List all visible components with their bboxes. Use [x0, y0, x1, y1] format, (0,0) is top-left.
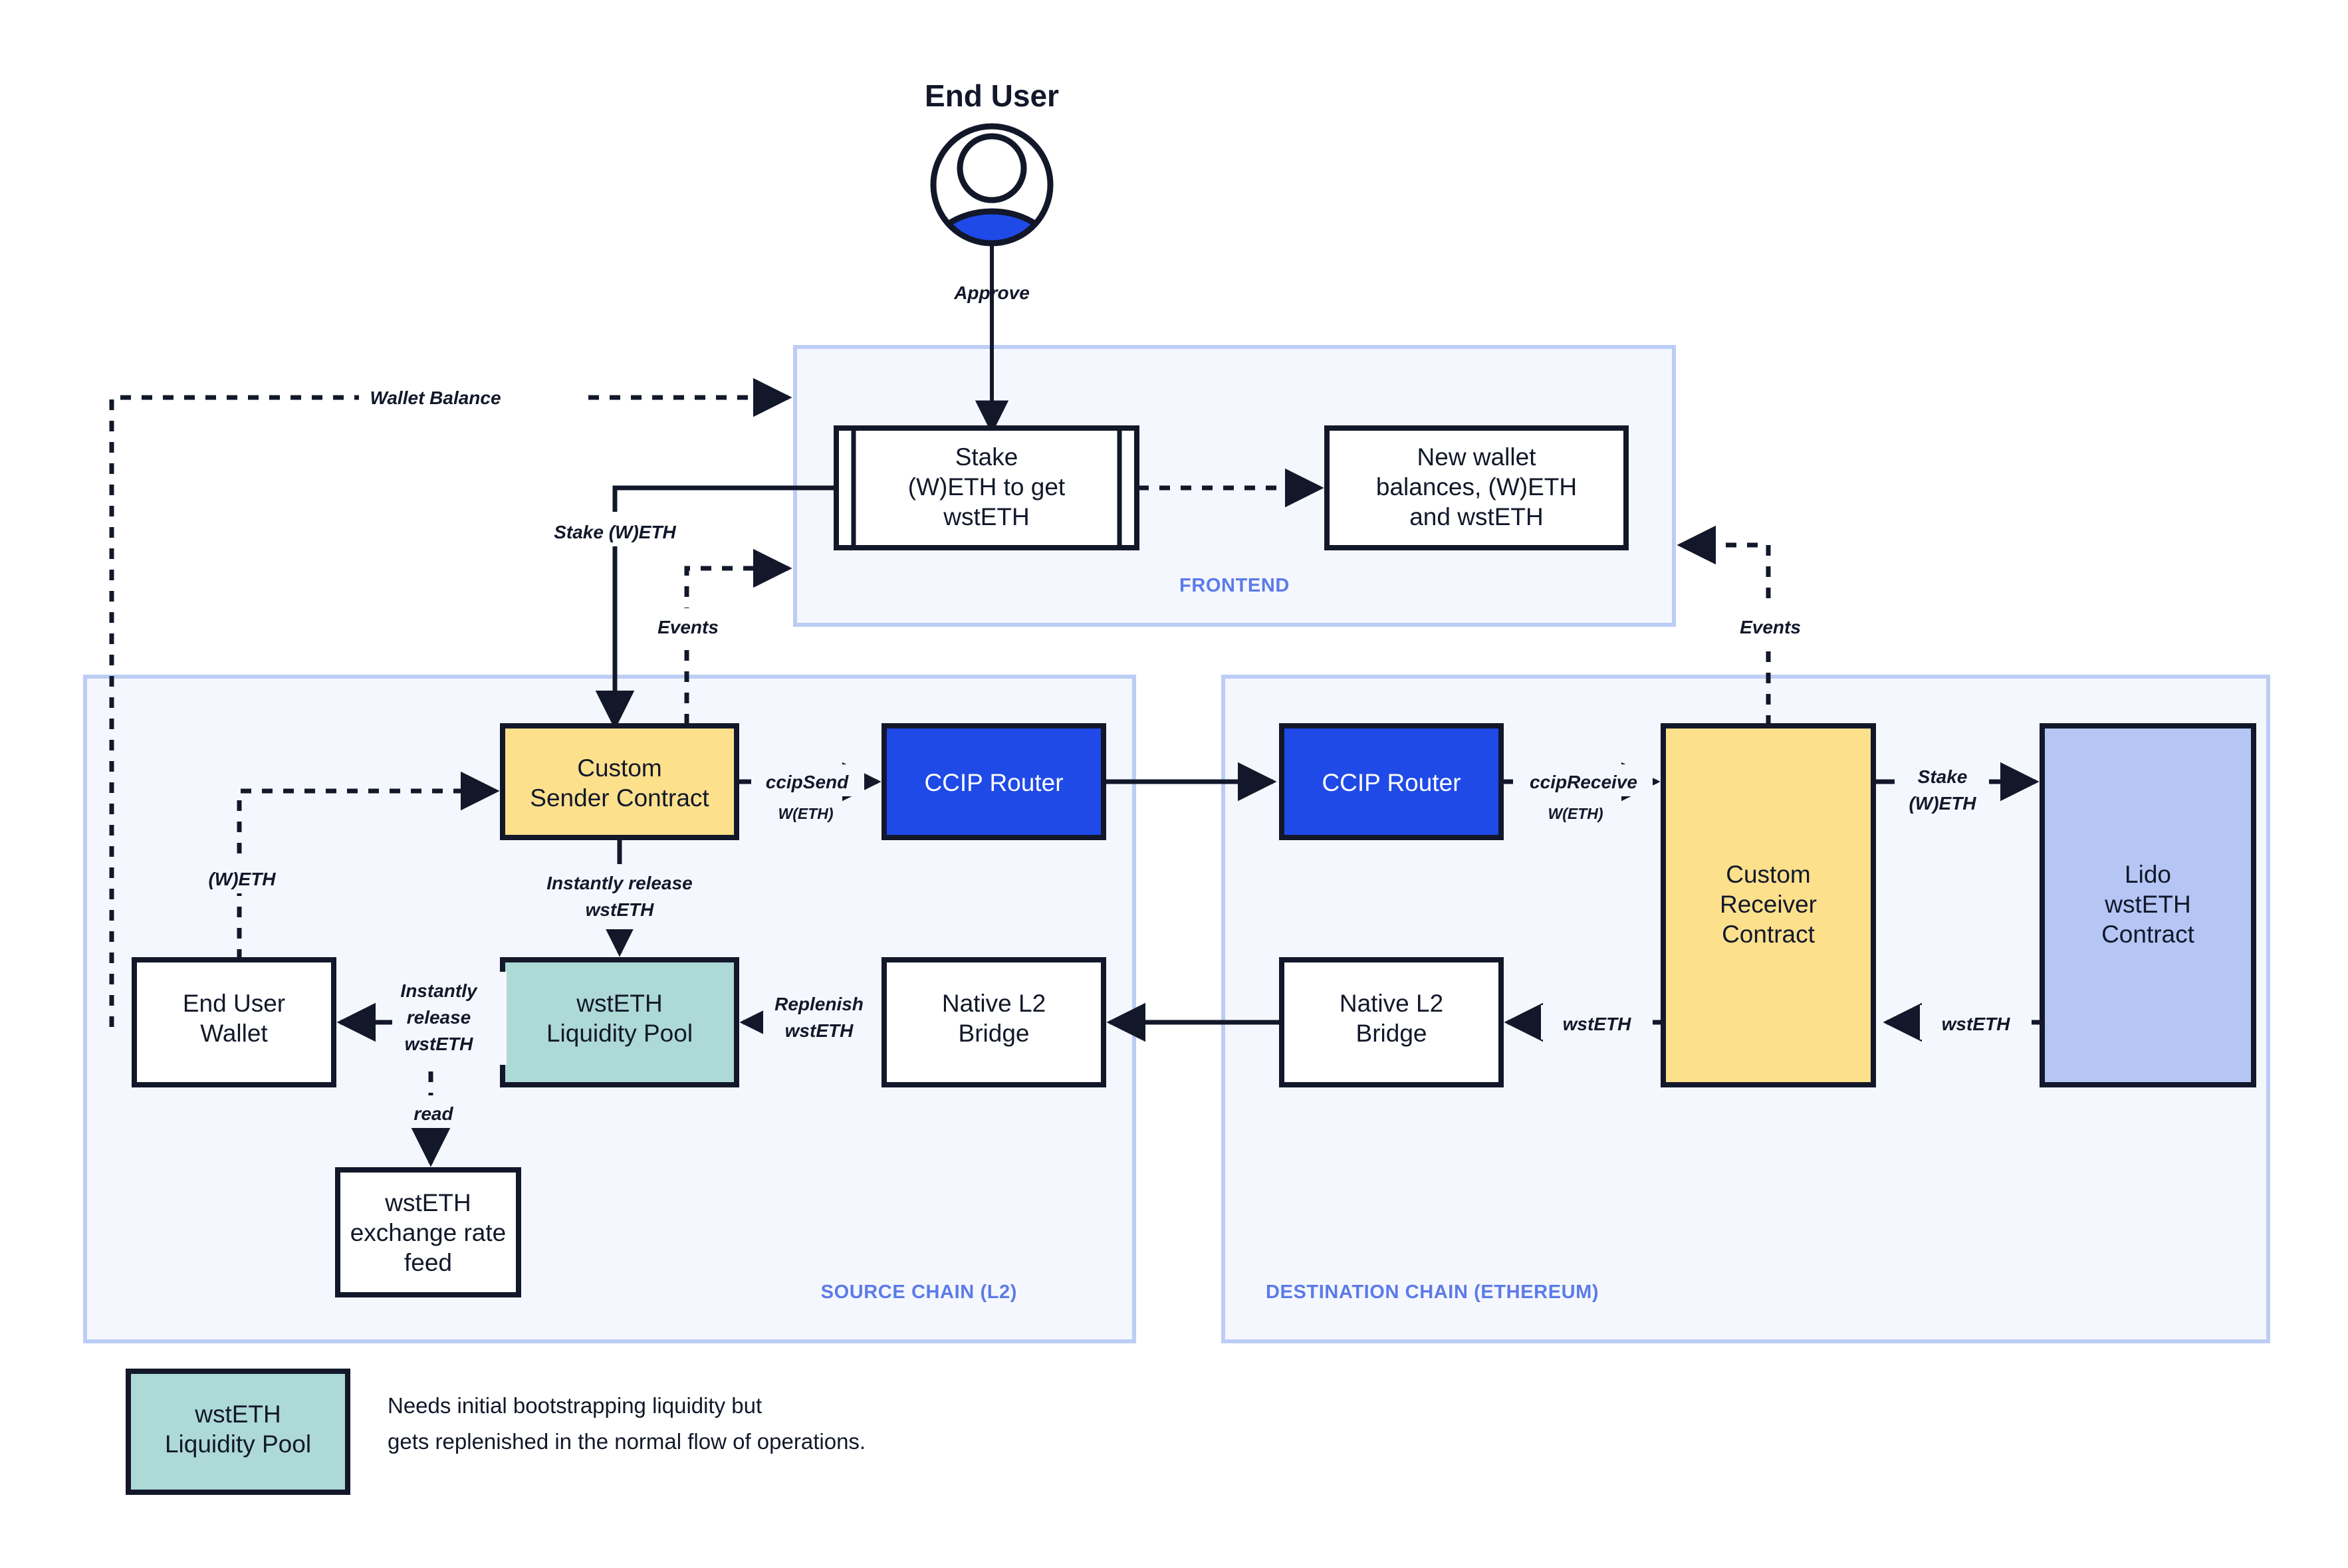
node-wsteth-rate-feed[interactable]: wstETH exchange rate feed: [335, 1167, 521, 1297]
edge-label-ccipsend: ccipSend: [766, 772, 849, 792]
user-avatar-icon: [930, 123, 1054, 247]
legend-note-line2: gets replenished in the normal flow of o…: [388, 1429, 866, 1454]
node-receiver-line3: Contract: [1722, 921, 1816, 948]
node-pool-line1: wstETH: [576, 990, 663, 1017]
legend-swatch-line2: Liquidity Pool: [165, 1430, 311, 1458]
edge-label-release-wallet-1: Instantly: [400, 980, 478, 1001]
node-sender-line2: Sender Contract: [530, 784, 709, 812]
edge-wsteth-lido-to-receiver: wstETH: [1883, 1002, 2042, 1042]
node-receiver-line2: Receiver: [1720, 891, 1817, 918]
edge-label-replenish-2: wstETH: [785, 1020, 854, 1041]
edge-label-events-left: Events: [657, 617, 719, 637]
edge-events-right: Events: [1677, 525, 1820, 726]
edge-replenish: Replenish wstETH: [739, 972, 878, 1065]
page-title: End User: [925, 78, 1059, 113]
edge-label-wallet-balance: Wallet Balance: [370, 388, 501, 408]
node-end-user-wallet[interactable]: End User Wallet: [132, 957, 336, 1087]
edge-sublabel-ccipreceive: W(ETH): [1548, 805, 1603, 822]
node-feed-line1: wstETH: [384, 1189, 471, 1216]
node-feed-line2: exchange rate: [350, 1219, 507, 1246]
node-bridge-dst-line2: Bridge: [1356, 1020, 1427, 1047]
edge-approve: Approve: [953, 246, 1030, 434]
node-ccip-router-dst-label: CCIP Router: [1322, 769, 1461, 796]
edge-label-wsteth-receiver: wstETH: [1563, 1014, 1631, 1034]
edge-events-left: Events: [638, 548, 792, 725]
node-wallet-line2: Wallet: [200, 1020, 268, 1047]
node-new-balances-line3: and wstETH: [1409, 503, 1544, 530]
edge-label-approve: Approve: [953, 282, 1030, 303]
node-wsteth-liquidity-pool[interactable]: wstETH Liquidity Pool: [500, 957, 739, 1087]
legend: wstETH Liquidity Pool Needs initial boot…: [126, 1369, 866, 1495]
node-ccip-router-source[interactable]: CCIP Router: [881, 723, 1106, 840]
node-stake-form-line3: wstETH: [943, 503, 1030, 530]
node-custom-receiver-contract[interactable]: Custom Receiver Contract: [1661, 723, 1876, 1087]
edge-read: read: [394, 1071, 473, 1167]
edge-label-stake-weth: Stake (W)ETH: [554, 522, 676, 542]
node-lido-line1: Lido: [2125, 861, 2171, 888]
node-stake-form-line2: (W)ETH to get: [908, 473, 1066, 501]
node-stake-form[interactable]: Stake (W)ETH to get wstETH: [834, 425, 1139, 550]
edge-wsteth-receiver-to-bridge: wstETH: [1504, 1002, 1663, 1042]
edge-weth-wallet-to-sender: (W)ETH: [183, 771, 500, 960]
node-wallet-line1: End User: [183, 990, 285, 1017]
node-stake-form-line1: Stake: [955, 443, 1018, 471]
edge-label-release-wallet-3: wstETH: [405, 1034, 473, 1054]
zone-label-frontend: FRONTEND: [1179, 575, 1290, 596]
node-native-l2-bridge-destination[interactable]: Native L2 Bridge: [1279, 957, 1504, 1087]
edge-ccipsend: ccipSend W(ETH): [737, 762, 881, 822]
edge-label-read: read: [413, 1103, 453, 1124]
node-sender-line1: Custom: [577, 754, 661, 782]
node-lido-line2: wstETH: [2104, 891, 2191, 918]
node-receiver-line1: Custom: [1726, 861, 1810, 888]
node-bridge-src-line2: Bridge: [959, 1020, 1030, 1047]
node-lido-line3: Contract: [2101, 921, 2195, 948]
edge-label-release-wallet-2: release: [407, 1007, 471, 1028]
edge-ccipreceive: ccipReceive W(ETH): [1501, 762, 1661, 822]
node-new-balances-line1: New wallet: [1417, 443, 1537, 471]
edge-label-release-pool-1: Instantly release: [546, 873, 692, 893]
edge-label-release-pool-2: wstETH: [586, 899, 654, 920]
node-custom-sender-contract[interactable]: Custom Sender Contract: [500, 723, 739, 840]
zone-label-source-chain: SOURCE CHAIN (L2): [821, 1282, 1017, 1303]
legend-swatch: [126, 1369, 350, 1495]
edge-instantly-release-wallet: Instantly release wstETH: [336, 972, 507, 1065]
edge-label-stake-lido-1: Stake: [1918, 766, 1968, 787]
node-new-balances-line2: balances, (W)ETH: [1376, 473, 1577, 501]
node-pool-line2: Liquidity Pool: [546, 1020, 693, 1047]
edge-label-stake-lido-2: (W)ETH: [1909, 793, 1976, 814]
legend-note-line1: Needs initial bootstrapping liquidity bu…: [388, 1393, 762, 1418]
node-bridge-dst-line1: Native L2: [1340, 990, 1443, 1017]
node-lido-wsteth-contract[interactable]: Lido wstETH Contract: [2040, 723, 2256, 1087]
node-native-l2-bridge-source[interactable]: Native L2 Bridge: [881, 957, 1106, 1087]
node-new-wallet-balances[interactable]: New wallet balances, (W)ETH and wstETH: [1324, 425, 1629, 550]
edge-stake-weth: Stake (W)ETH: [525, 485, 836, 730]
edge-stake-weth-lido: Stake (W)ETH: [1873, 758, 2040, 822]
zone-label-destination-chain: DESTINATION CHAIN (ETHEREUM): [1266, 1282, 1599, 1303]
node-ccip-router-destination[interactable]: CCIP Router: [1279, 723, 1504, 840]
edge-label-events-right: Events: [1740, 617, 1801, 637]
node-bridge-src-line1: Native L2: [942, 990, 1046, 1017]
edge-label-ccipreceive: ccipReceive: [1530, 772, 1637, 792]
edge-label-weth: (W)ETH: [208, 869, 276, 889]
edge-instantly-release-pool: Instantly release wstETH: [532, 838, 713, 957]
edge-label-wsteth-lido: wstETH: [1942, 1014, 2010, 1034]
edge-label-replenish-1: Replenish: [774, 994, 864, 1014]
node-feed-line3: feed: [404, 1249, 452, 1276]
node-ccip-router-source-label: CCIP Router: [924, 769, 1063, 796]
legend-swatch-line1: wstETH: [194, 1400, 281, 1428]
edge-wallet-balance: Wallet Balance: [109, 378, 792, 1027]
edge-sublabel-ccipsend: W(ETH): [778, 805, 833, 822]
